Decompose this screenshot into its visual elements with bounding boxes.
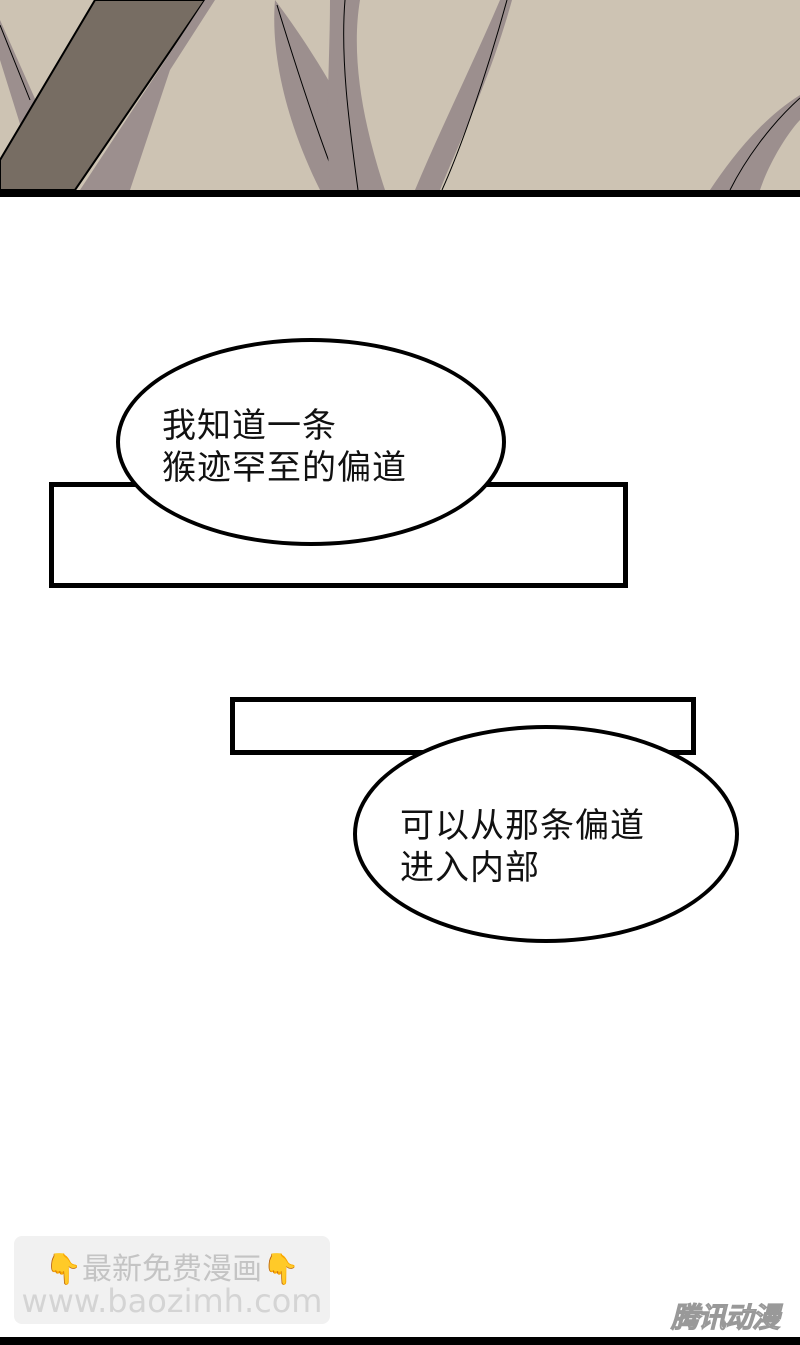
speech-bubble-2 — [353, 725, 739, 943]
speech-bubble-1 — [116, 338, 506, 546]
watermark-line1: 👇最新免费漫画👇 — [44, 1252, 300, 1287]
speech-text-2: 可以从那条偏道 进入内部 — [400, 806, 645, 888]
tencent-comic-logo: 腾讯动漫 — [670, 1301, 780, 1335]
comic-panel-top — [0, 0, 800, 190]
watermark-url[interactable]: www.baozimh.com — [21, 1282, 323, 1320]
hand-pointing-down-icon: 👇 — [44, 1252, 82, 1287]
panel-border — [0, 190, 800, 197]
speech-text-1: 我知道一条 猴迹罕至的偏道 — [162, 406, 407, 488]
foliage-illustration — [0, 0, 800, 190]
watermark-box: 👇最新免费漫画👇 www.baozimh.com — [14, 1236, 330, 1324]
hand-pointing-down-icon: 👇 — [262, 1252, 300, 1287]
bottom-border — [0, 1337, 800, 1345]
